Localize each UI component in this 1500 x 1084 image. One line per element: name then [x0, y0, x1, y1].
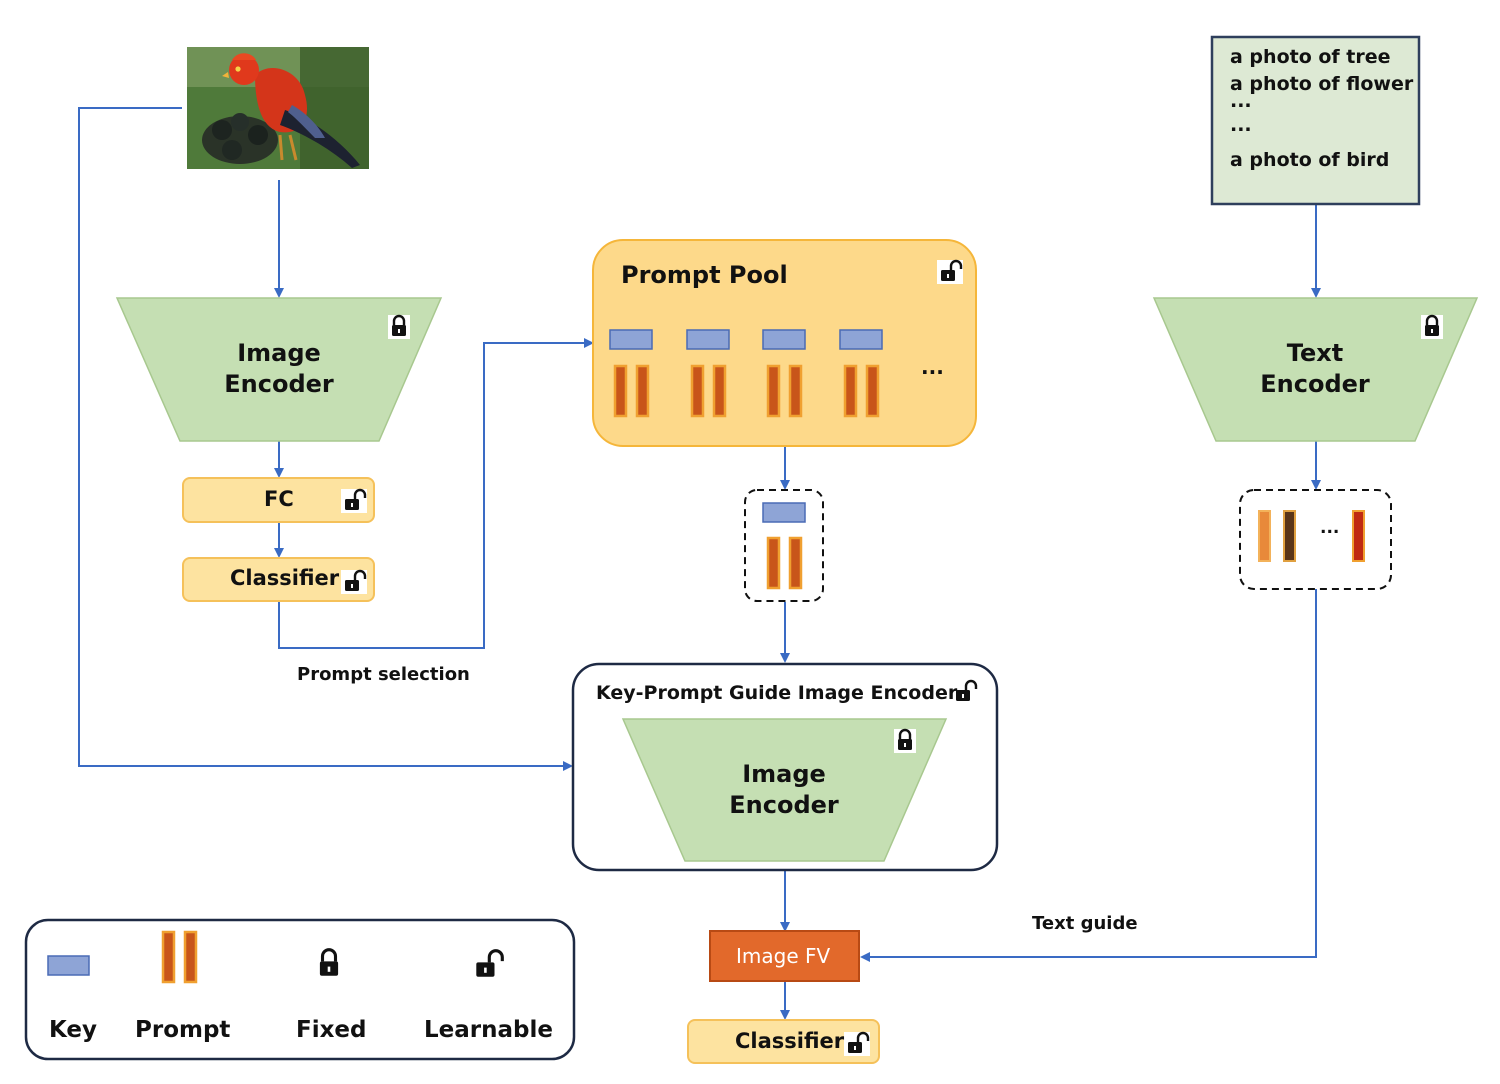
key-block — [609, 329, 653, 350]
lock-icon — [386, 313, 412, 341]
unlock-icon — [842, 1030, 872, 1058]
text-prompt-line: ... — [1230, 90, 1252, 112]
bird-photo — [187, 47, 369, 169]
unlock-icon — [339, 568, 369, 596]
key-block — [686, 329, 730, 350]
legend-key-swatch — [47, 955, 90, 976]
classifier-label: Classifier — [230, 566, 340, 590]
key-block — [762, 329, 806, 350]
key-block — [762, 502, 806, 523]
text-features-ellipsis: ... — [1320, 518, 1340, 538]
guide-image-encoder-label: Image Encoder — [684, 759, 884, 821]
image-encoder-label: Image Encoder — [179, 338, 379, 400]
lock-icon — [1419, 313, 1445, 341]
text-feature-bar — [1283, 510, 1296, 562]
text-encoder-label-line2: Encoder — [1260, 370, 1370, 398]
text-prompt-line: a photo of tree — [1230, 46, 1391, 68]
unlock-icon — [339, 487, 369, 515]
legend-fixed-label: Fixed — [296, 1017, 367, 1043]
image-encoder-label-line1: Image — [237, 339, 321, 367]
classifier-box — [182, 557, 375, 602]
prompt-selection-label: Prompt selection — [297, 664, 470, 685]
guide-image-encoder-label-line2: Encoder — [729, 791, 839, 819]
text-prompt-line: a photo of flower — [1230, 73, 1414, 95]
legend-prompt-label: Prompt — [135, 1017, 231, 1043]
text-feature-bar — [1258, 510, 1271, 562]
text-feature-bars — [1258, 510, 1365, 562]
image-fv-label: Image FV — [736, 944, 831, 968]
text-encoder-label-line1: Text — [1286, 339, 1344, 367]
text-feature-bar — [1352, 510, 1365, 562]
output-classifier-label: Classifier — [735, 1029, 845, 1053]
guide-image-encoder-trapezoid — [621, 718, 948, 862]
legend-key-label: Key — [49, 1017, 98, 1043]
image-encoder-label-line2: Encoder — [224, 370, 334, 398]
text-prompt-line: ... — [1230, 114, 1252, 136]
key-block — [839, 329, 883, 350]
legend-unlock-icon — [469, 947, 507, 983]
text-guide-label: Text guide — [1032, 913, 1138, 934]
arrow-text-features-to-image-fv — [860, 589, 1317, 962]
prompt-pool-ellipsis: ... — [921, 355, 944, 379]
arrow-photo-to-key-prompt-encoder — [78, 107, 573, 771]
guide-image-encoder-label-line1: Image — [742, 760, 826, 788]
connectors — [78, 107, 1321, 1020]
output-classifier-box — [687, 1019, 880, 1064]
key-prompt-guide-title: Key-Prompt Guide Image Encoder — [596, 682, 958, 704]
legend-lock-icon — [313, 946, 345, 982]
text-prompts-box — [1210, 35, 1421, 206]
fc-box — [182, 477, 375, 523]
prompt-pool-title: Prompt Pool — [621, 261, 788, 289]
arrow-classifier-to-prompt-pool — [278, 338, 594, 649]
text-encoder-label: Text Encoder — [1215, 338, 1415, 400]
text-encoder-trapezoid — [1152, 297, 1479, 442]
lock-icon — [892, 727, 918, 755]
image-encoder-trapezoid — [115, 297, 443, 442]
fc-label: FC — [264, 487, 294, 511]
text-prompt-line: a photo of bird — [1230, 149, 1390, 171]
legend-learnable-label: Learnable — [424, 1017, 553, 1043]
unlock-icon — [935, 258, 965, 286]
image-fv-box — [709, 930, 860, 982]
